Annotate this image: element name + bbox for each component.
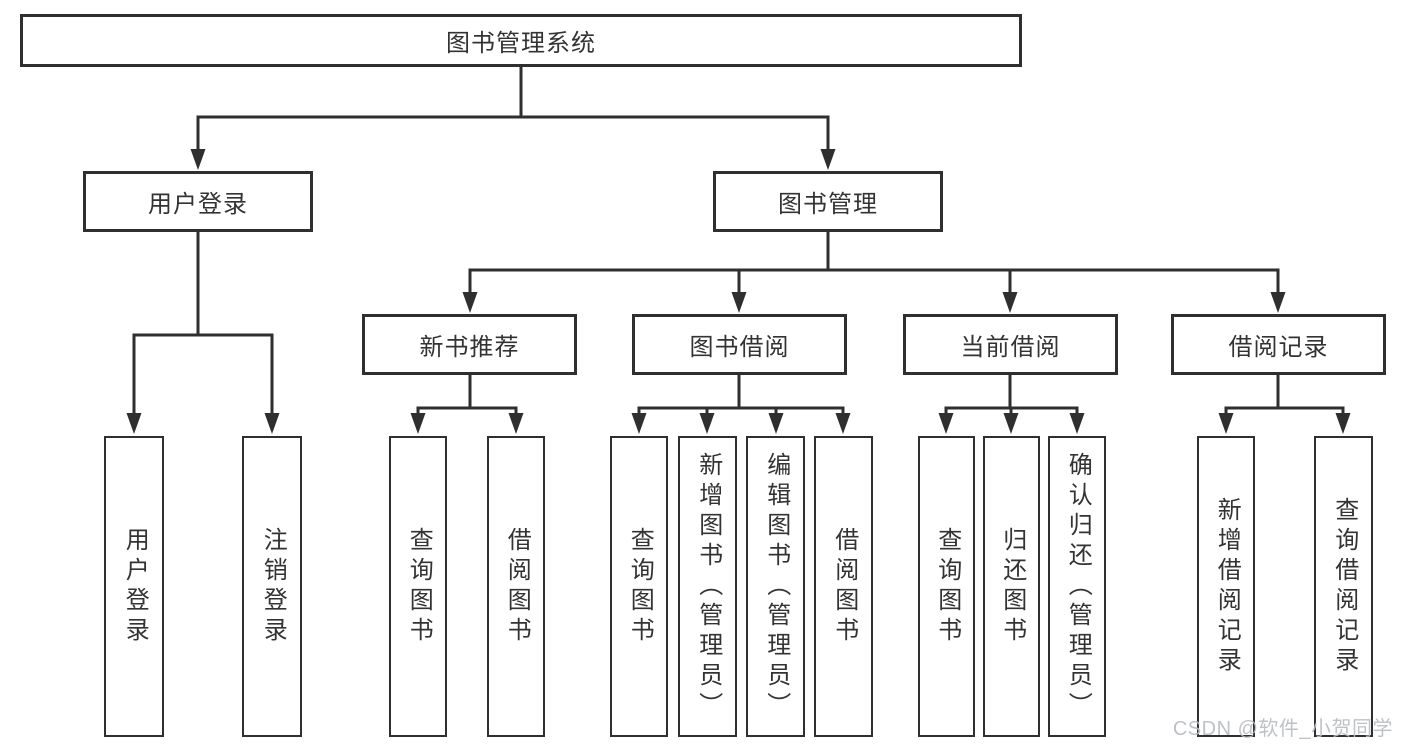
leaf-current-query-books: 查询图书 <box>918 436 975 737</box>
node-borrowing-records: 借阅记录 <box>1171 314 1386 375</box>
node-library-system: 图书管理系统 <box>20 14 1022 67</box>
leaf-logout-login: 注销登录 <box>242 436 302 737</box>
leaf-user-login-label: 用户登录 <box>121 526 149 647</box>
leaf-recommend-query-books-label: 查询图书 <box>405 526 433 647</box>
leaf-borrowing-borrow-books-label: 借阅图书 <box>830 526 858 647</box>
leaf-recommend-borrow-books-label: 借阅图书 <box>503 526 531 647</box>
leaf-current-return-books-label: 归还图书 <box>998 526 1026 647</box>
leaf-logout-login-label: 注销登录 <box>259 526 287 647</box>
leaf-records-add-borrow-record-label: 新增借阅记录 <box>1213 496 1241 677</box>
leaf-current-query-books-label: 查询图书 <box>933 526 961 647</box>
leaf-current-return-books: 归还图书 <box>983 436 1040 737</box>
leaf-recommend-borrow-books: 借阅图书 <box>487 436 545 737</box>
leaf-current-confirm-return-admin: 确认归还（管理员） <box>1048 436 1106 737</box>
node-book-borrowing: 图书借阅 <box>632 314 847 375</box>
node-current-borrowing: 当前借阅 <box>903 314 1118 375</box>
leaf-borrowing-edit-books-admin-label: 编辑图书（管理员） <box>762 451 790 722</box>
leaf-current-confirm-return-admin-label: 确认归还（管理员） <box>1064 451 1092 722</box>
leaf-borrowing-query-books: 查询图书 <box>610 436 668 737</box>
leaf-borrowing-query-books-label: 查询图书 <box>626 526 654 647</box>
leaf-records-query-borrow-record: 查询借阅记录 <box>1314 436 1373 737</box>
node-user-login: 用户登录 <box>83 171 313 232</box>
node-new-book-recommendation: 新书推荐 <box>362 314 577 375</box>
leaf-recommend-query-books: 查询图书 <box>389 436 447 737</box>
leaf-borrowing-borrow-books: 借阅图书 <box>814 436 873 737</box>
csdn-watermark: CSDN @软件_小贺同学 <box>1172 718 1393 740</box>
leaf-borrowing-edit-books-admin: 编辑图书（管理员） <box>746 436 805 737</box>
leaf-records-add-borrow-record: 新增借阅记录 <box>1197 436 1255 737</box>
leaf-borrowing-add-books-admin: 新增图书（管理员） <box>678 436 737 737</box>
leaf-borrowing-add-books-admin-label: 新增图书（管理员） <box>694 451 722 722</box>
leaf-user-login: 用户登录 <box>104 436 164 737</box>
node-book-management: 图书管理 <box>713 171 943 232</box>
leaf-records-query-borrow-record-label: 查询借阅记录 <box>1330 496 1358 677</box>
